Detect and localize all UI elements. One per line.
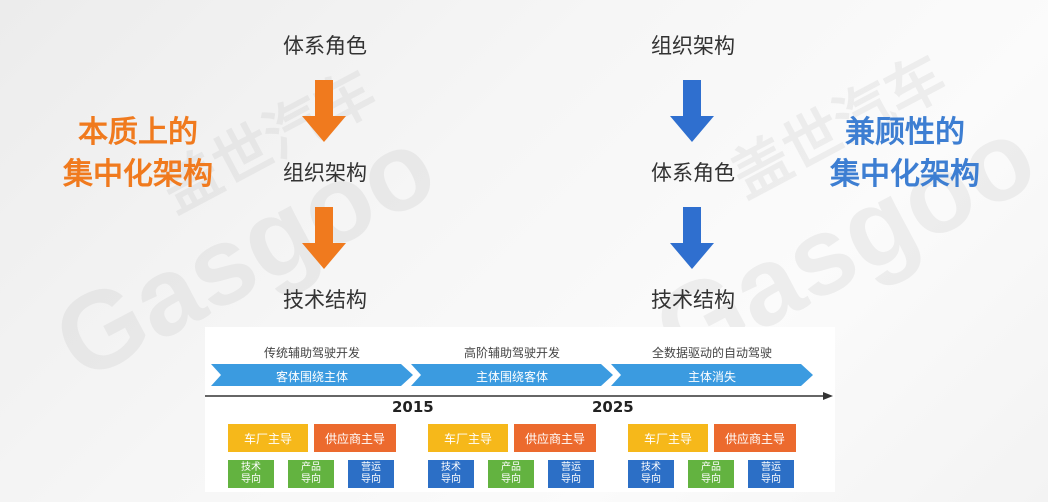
group1-tech-oriented: 技术 导向 [228,460,274,488]
right-down-arrow-2 [670,207,714,269]
group2-tech-oriented: 技术 导向 [428,460,474,488]
stage-title-3: 全数据驱动的自动驾驶 [651,346,772,360]
year-label-1: 2015 [392,398,434,416]
group3-product-oriented: 产品 导向 [688,460,734,488]
stage-title-2: 高阶辅助驾驶开发 [463,346,560,360]
group1-supplier-led: 供应商主导 [314,424,396,452]
stage-chevron-label-1: 客体围绕主体 [275,370,348,384]
group1-oem-led: 车厂主导 [228,424,308,452]
right-flow-step-2: 体系角色 [651,161,735,185]
left-architecture-label: 本质上的 集中化架构 [28,112,248,196]
left-down-arrow-1 [302,80,346,142]
left-label-line2: 集中化架构 [63,157,213,192]
stage-chevron-label-3: 主体消失 [687,370,736,384]
left-flow-step-3: 技术结构 [283,288,367,312]
right-architecture-label: 兼顾性的 集中化架构 [795,112,1015,196]
right-down-arrow-1 [670,80,714,142]
group1-product-oriented: 产品 导向 [288,460,334,488]
right-label-line2: 集中化架构 [830,157,980,192]
stage-title-1: 传统辅助驾驶开发 [263,346,360,360]
right-flow-step-3: 技术结构 [651,288,735,312]
group2-supplier-led: 供应商主导 [514,424,596,452]
group3-tech-oriented: 技术 导向 [628,460,674,488]
stage-chevron-1 [211,364,413,386]
timeline-axis [205,392,833,400]
left-label-line1: 本质上的 [78,115,198,150]
right-label-line1: 兼顾性的 [845,115,965,150]
left-flow-step-2: 组织架构 [283,161,367,185]
stage-chevron-2 [411,364,613,386]
group2-operation-oriented: 营运 导向 [548,460,594,488]
stage-chevron-3 [611,364,813,386]
left-flow-step-1: 体系角色 [283,34,367,58]
right-flow-step-1: 组织架构 [651,34,735,58]
group3-supplier-led: 供应商主导 [714,424,796,452]
group2-product-oriented: 产品 导向 [488,460,534,488]
stage-chevron-label-2: 主体围绕客体 [475,370,548,384]
group1-operation-oriented: 营运 导向 [348,460,394,488]
left-down-arrow-2 [302,207,346,269]
group2-oem-led: 车厂主导 [428,424,508,452]
group3-oem-led: 车厂主导 [628,424,708,452]
group3-operation-oriented: 营运 导向 [748,460,794,488]
year-label-2: 2025 [592,398,634,416]
